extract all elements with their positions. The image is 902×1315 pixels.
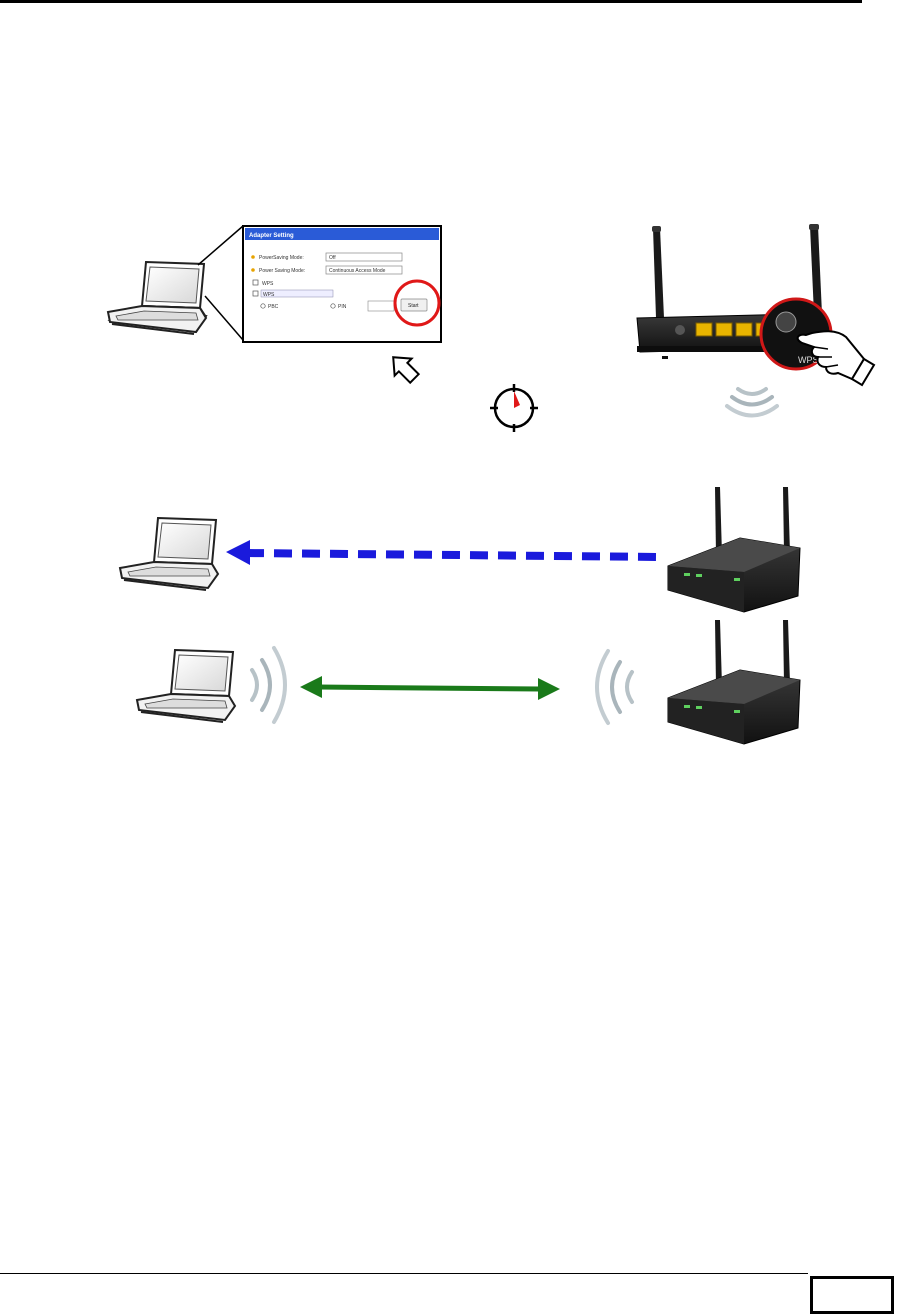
wireless-wave-icon [597,651,632,723]
wps-checkbox[interactable] [253,280,258,285]
pbc-radio[interactable] [261,304,265,308]
laptop-icon [108,262,206,334]
protect-checkbox[interactable] [253,291,258,296]
wireless-wave-icon [252,648,285,722]
dashed-arrow [226,540,662,565]
svg-text:WPS: WPS [263,292,275,298]
svg-text:PIN: PIN [338,304,347,310]
svg-text:WPS: WPS [262,281,274,287]
pin-field[interactable] [368,301,394,311]
page-number-box [810,1276,894,1314]
svg-text:Continuous Access Mode: Continuous Access Mode [329,268,386,274]
svg-text:Start: Start [408,303,419,309]
pin-radio[interactable] [331,304,335,308]
laptop-icon [137,650,235,722]
callout-line [205,296,243,340]
dialog-title: Adapter Setting [249,233,294,239]
dialog-row-label: Power Saving Mode: [259,268,305,274]
connection-arrow [300,676,560,700]
wireless-wave-icon [727,389,777,416]
pointer-arrow-icon [385,349,423,387]
laptop-icon [120,518,218,590]
timer-icon [490,384,538,432]
adapter-setting-dialog: Adapter Setting PowerSaving Mode: Off Po… [243,226,441,387]
router-icon [668,487,800,612]
footer-rule [0,1273,808,1274]
power-saving-select[interactable] [326,253,402,261]
svg-text:Off: Off [329,255,336,261]
svg-text:PBC: PBC [268,304,279,310]
router-icon [668,620,800,744]
dialog-row-label: PowerSaving Mode: [259,255,304,261]
callout-line [198,226,243,265]
